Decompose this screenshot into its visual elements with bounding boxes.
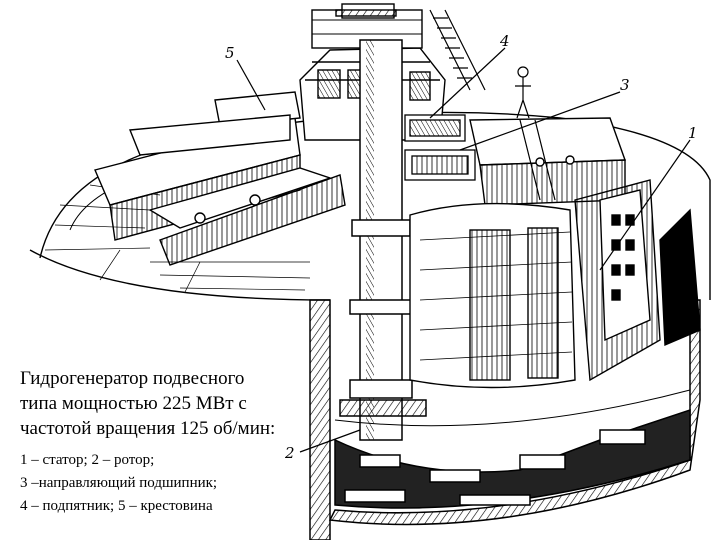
caption-title-line-2: типа мощностью 225 МВт с bbox=[20, 393, 247, 414]
stator bbox=[574, 179, 701, 382]
callout-1: 1 bbox=[688, 124, 698, 142]
stairs-and-worker bbox=[429, 9, 556, 201]
figure-caption: Гидрогенератор подвесного типа мощностью… bbox=[20, 366, 320, 518]
caption-title: Гидрогенератор подвесного типа мощностью… bbox=[20, 366, 320, 441]
spider-arms bbox=[94, 91, 626, 266]
legend-line-1: 1 – статор; 2 – ротор; bbox=[20, 452, 155, 468]
callout-5: 5 bbox=[225, 44, 235, 62]
callout-4: 4 bbox=[499, 32, 510, 50]
pit-section bbox=[309, 299, 701, 540]
legend-line-2: 3 –направляющий подшипник; bbox=[20, 475, 218, 491]
caption-title-line-1: Гидрогенератор подвесного bbox=[20, 368, 245, 389]
callout-3: 3 bbox=[620, 76, 630, 94]
shaft bbox=[339, 39, 427, 441]
bearings bbox=[404, 114, 476, 181]
rotor bbox=[409, 202, 576, 389]
caption-title-line-3: частотой вращения 125 об/мин: bbox=[20, 418, 276, 439]
callout-2: 2 bbox=[284, 444, 295, 462]
leader-lines bbox=[236, 47, 691, 453]
legend-line-3: 4 – подпятник; 5 – крестовина bbox=[20, 498, 213, 514]
